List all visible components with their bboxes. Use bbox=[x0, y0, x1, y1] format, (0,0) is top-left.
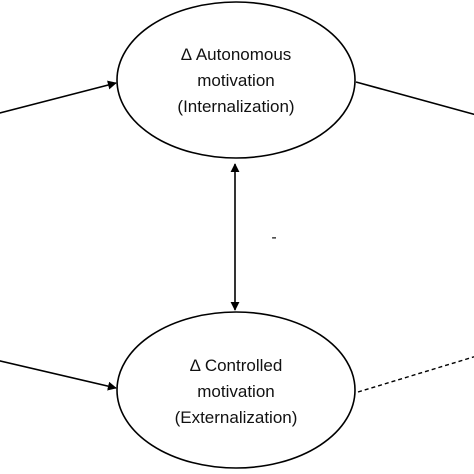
node-controlled-ellipse bbox=[116, 311, 356, 469]
node-controlled-motivation: Δ Controlled motivation (Externalization… bbox=[116, 311, 356, 469]
incoming-arrow-controlled bbox=[0, 360, 117, 391]
node-autonomous-motivation: Δ Autonomous motivation (Internalization… bbox=[116, 1, 356, 159]
node-controlled-line2: motivation bbox=[197, 382, 274, 401]
incoming-arrow-autonomous bbox=[0, 80, 117, 114]
node-autonomous-line3: (Internalization) bbox=[177, 97, 294, 116]
node-autonomous-line1: Δ Autonomous bbox=[181, 45, 292, 64]
correlation-sign-label: - bbox=[271, 229, 276, 246]
outgoing-line-autonomous bbox=[355, 81, 474, 116]
node-controlled-line3: (Externalization) bbox=[175, 408, 298, 427]
outgoing-dashed-line-controlled bbox=[357, 356, 474, 393]
node-autonomous-line2: motivation bbox=[197, 71, 274, 90]
node-autonomous-ellipse bbox=[116, 1, 356, 159]
node-controlled-line1: Δ Controlled bbox=[190, 356, 283, 375]
